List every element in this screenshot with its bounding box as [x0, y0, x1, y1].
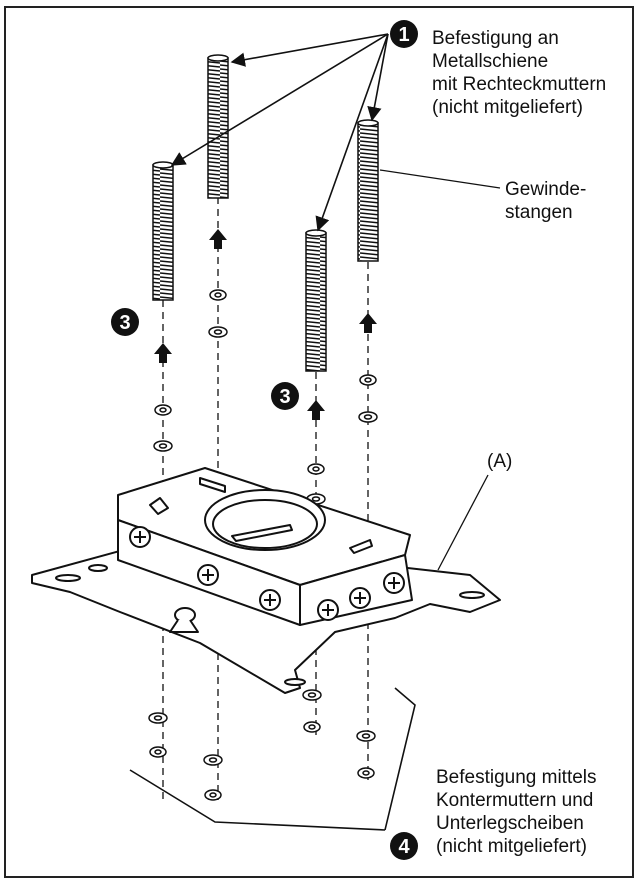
fasten-nuts-label: Befestigung mittels Kontermuttern und Un…: [436, 766, 597, 858]
callout-badge-4: 4: [390, 832, 418, 860]
washer: [358, 411, 378, 423]
callout-arrows: [170, 33, 389, 232]
label-line: Gewinde-: [505, 179, 587, 200]
hex-nut: [149, 746, 167, 758]
up-arrow-icon: [359, 313, 377, 333]
label-line: mit Rechteckmuttern: [432, 74, 607, 95]
hex-nut: [154, 404, 172, 416]
washer: [203, 754, 223, 766]
up-arrow-icon: [154, 343, 172, 363]
label-line: Metallschiene: [432, 51, 549, 72]
up-arrow-icon: [307, 400, 325, 420]
washer: [208, 326, 228, 338]
callout-badge-3-right: 3: [271, 382, 299, 410]
up-arrow-icon: [209, 229, 227, 249]
hex-nut: [209, 289, 227, 301]
mount-bracket: [117, 467, 413, 626]
label-line: (nicht mitgeliefert): [432, 97, 583, 118]
diagram-frame: [4, 6, 634, 878]
svg-text:1: 1: [398, 24, 409, 46]
svg-text:4: 4: [398, 836, 410, 858]
label-line: Unterlegscheiben: [436, 813, 584, 834]
label-line: Befestigung mittels: [436, 767, 597, 788]
part-a-leader-line: [437, 474, 489, 571]
part-a-label: (A): [487, 451, 513, 472]
mount-rail-label: Befestigung an Metallschiene mit Rechtec…: [432, 27, 606, 119]
svg-text:3: 3: [279, 386, 290, 408]
hex-nut: [303, 721, 321, 733]
threaded-rod: [357, 122, 379, 262]
label-line: Befestigung an: [432, 28, 559, 49]
washer: [302, 689, 322, 701]
threaded-rods: [152, 54, 379, 372]
washer: [153, 440, 173, 452]
label-line: (nicht mitgeliefert): [436, 836, 587, 857]
rods-leader-line: [379, 169, 501, 189]
callout-badge-3-left: 3: [111, 308, 139, 336]
washer: [148, 712, 168, 724]
threaded-rod: [305, 232, 327, 372]
callout-badge-1: 1: [390, 20, 418, 48]
threaded-rod: [207, 57, 229, 199]
label-line: Kontermuttern und: [436, 790, 594, 811]
group-bracket-lines: [129, 687, 416, 831]
hex-nut: [307, 463, 325, 475]
washer: [356, 730, 376, 742]
svg-text:3: 3: [119, 312, 130, 334]
hex-nut: [357, 767, 375, 779]
threaded-rod: [152, 164, 174, 301]
up-arrows: [154, 229, 377, 420]
hex-nut: [204, 789, 222, 801]
threaded-rods-label: Gewinde- stangen: [505, 178, 586, 224]
nuts-washers: [148, 289, 378, 801]
label-line: stangen: [505, 202, 573, 223]
hex-nut: [359, 374, 377, 386]
